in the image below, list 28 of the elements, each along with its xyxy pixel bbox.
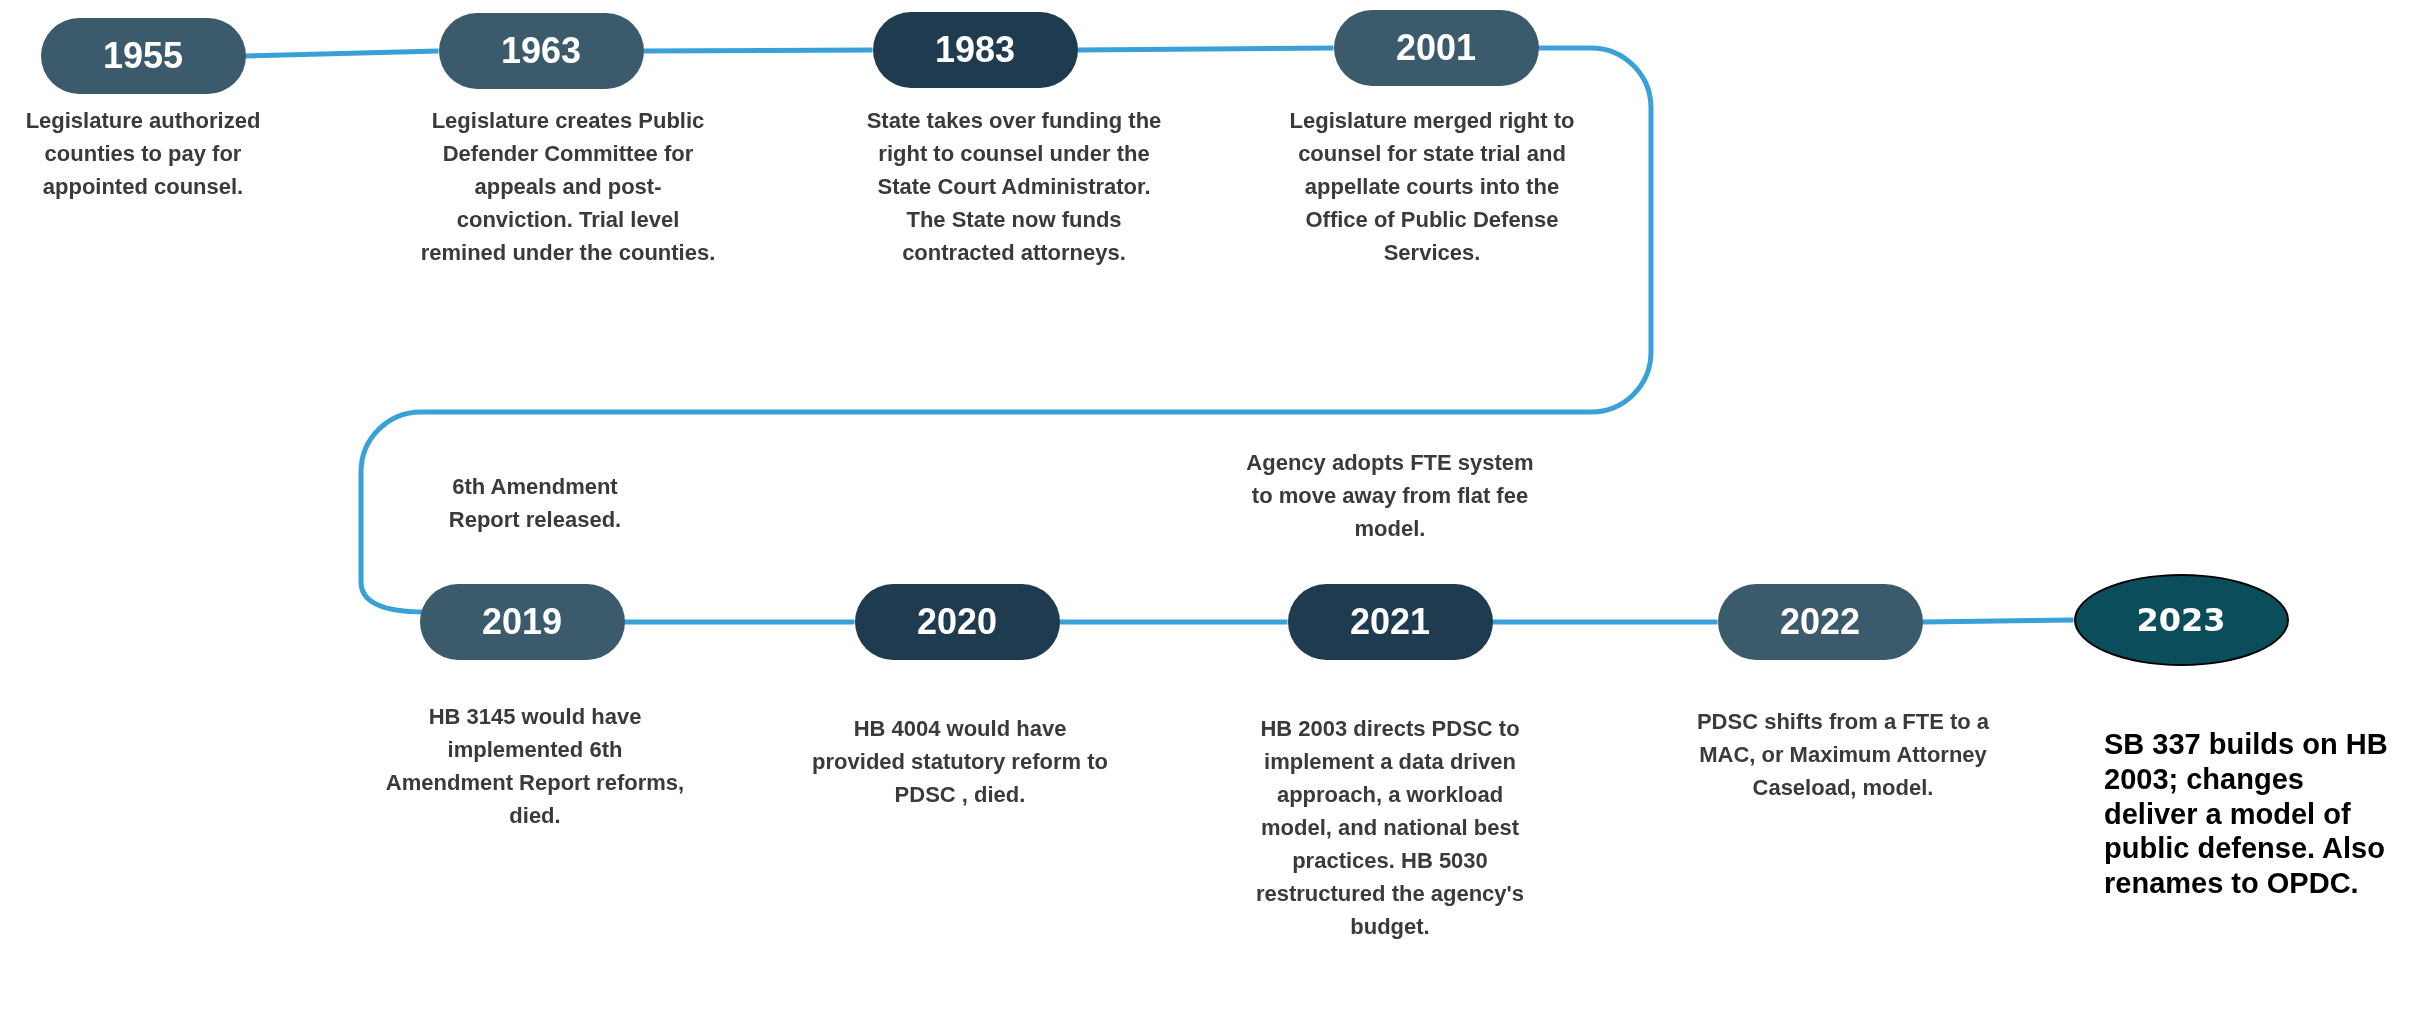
timeline-connector <box>1922 617 2074 625</box>
year-pill: 2020 <box>854 584 1060 660</box>
event-description: Legislature merged right to counsel for state trial and appellate courts into the Office of Public Defense Services. <box>1288 107 1576 267</box>
year-pill: 1955 <box>40 18 246 94</box>
year-pill: 2019 <box>419 584 625 660</box>
timeline-connector <box>624 619 855 625</box>
year-pill: 2022 <box>1717 584 1923 660</box>
event-description: 6th Amendment Report released. <box>447 473 623 534</box>
event-description: SB 337 builds on HB 2003; changes deliver a model of public defense. Also renames to OPDC. <box>2104 727 2389 901</box>
year-pill: 2001 <box>1333 10 1539 86</box>
timeline-connector <box>1492 619 1718 625</box>
year-pill: 1983 <box>872 12 1078 88</box>
event-description: Legislature authorized counties to pay for appointed counsel. <box>24 107 262 201</box>
year-pill: 1963 <box>438 13 644 89</box>
timeline-connector <box>1077 45 1334 53</box>
event-description: HB 4004 would have provided statutory reform to PDSC , died. <box>811 715 1109 809</box>
event-description: HB 3145 would have implemented 6th Amendment Report reforms, died. <box>385 703 685 830</box>
timeline-connector <box>1059 619 1288 625</box>
year-ellipse: 2023 <box>2073 574 2289 666</box>
event-description: State takes over funding the right to counsel under the State Court Administrator. The State now funds contracted attorneys. <box>865 107 1163 267</box>
event-description: Legislature creates Public Defender Committee for appeals and post-conviction. Trial level remined under the counties. <box>419 107 717 267</box>
timeline-connector <box>358 45 1654 615</box>
event-description: HB 2003 directs PDSC to implement a data driven approach, a workload model, and national best practices. HB 5030 restructured the agency's budget. <box>1254 715 1526 941</box>
event-description: Agency adopts FTE system to move away from flat fee model. <box>1245 449 1535 543</box>
event-description: PDSC shifts from a FTE to a MAC, or Maximum Attorney Caseload, model. <box>1695 708 1991 802</box>
year-pill: 2021 <box>1287 584 1493 660</box>
timeline-connector <box>643 47 873 54</box>
timeline-connector <box>245 48 439 59</box>
